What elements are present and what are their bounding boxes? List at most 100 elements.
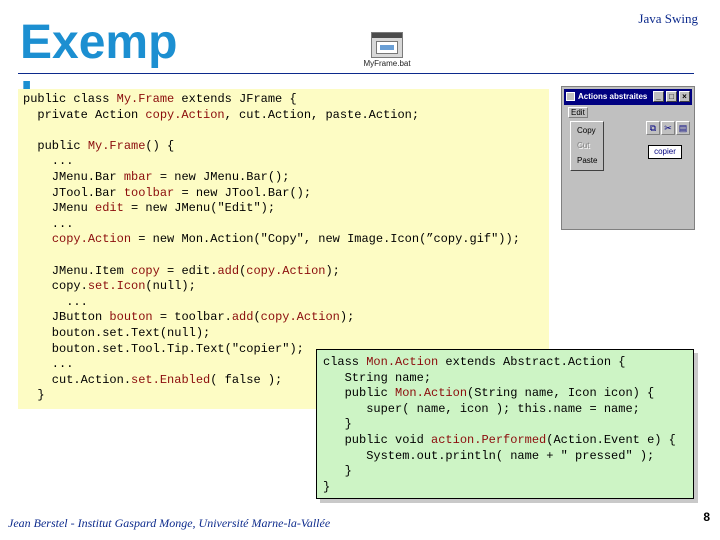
code-token: extends JFrame { (174, 92, 297, 106)
window-app-icon (566, 92, 575, 101)
code-token (23, 232, 52, 246)
code-line: ... (23, 216, 74, 231)
code-identifier: edit (95, 201, 124, 216)
code-token: } (323, 417, 352, 432)
code-identifier: bouton (109, 310, 153, 325)
window-title: Actions abstraites (578, 92, 648, 101)
code-token: public class (23, 92, 117, 106)
code-line: } (323, 417, 352, 431)
code-token: copy. (23, 279, 88, 294)
slide-subtitle: Java Swing (638, 11, 698, 26)
paste-tool-icon: ▤ (676, 121, 690, 135)
code-line: copy.set.Icon(null); (23, 279, 196, 293)
close-icon: × (679, 91, 690, 102)
code-identifier: Mon.Action (366, 355, 439, 369)
code-line: JMenu.Item copy = edit.add(copy.Action); (23, 264, 340, 278)
menu-item-paste: Paste (577, 156, 598, 165)
code-token: = toolbar. (152, 310, 232, 325)
code-token: class (323, 355, 367, 369)
code-token: JMenu.Item (23, 263, 132, 278)
code-line: bouton.set.Text(null); (23, 326, 210, 340)
window-titlebar: Actions abstraites _ □ × (564, 89, 692, 105)
code-token: , cut.Action, paste.Action; (224, 107, 420, 122)
code-identifier: action.Performed (431, 432, 547, 447)
monaction-code-text: class Mon.Action extends Abstract.Action… (323, 355, 676, 495)
slide-title: Exemple (20, 16, 178, 92)
code-identifier: add (231, 310, 254, 325)
menu-edit: Edit (568, 107, 588, 118)
code-token: bouton.set.Text(null); (23, 325, 211, 340)
code-token: } (323, 464, 352, 479)
code-identifier: set.Icon (87, 279, 146, 294)
code-token: ... (23, 294, 88, 309)
code-token: ); (325, 263, 340, 278)
code-token: System.out.println( name + " pressed" ); (323, 448, 655, 463)
menu-item-copy: Copy (577, 126, 596, 135)
file-icon-caption: MyFrame.bat (363, 59, 411, 68)
code-token: = edit. (159, 263, 218, 278)
code-token: bouton.set.Tool.Tip.Text("copier"); (23, 341, 304, 356)
code-line: super( name, icon ); this.name = name; (323, 402, 640, 416)
code-line: JMenu.Bar mbar = new JMenu.Bar(); (23, 169, 290, 184)
code-token: } (23, 388, 45, 403)
code-token: extends Abstract.Action { (438, 355, 626, 369)
code-token: super( name, icon ); this.name = name; (323, 401, 640, 416)
code-token: ( (239, 263, 247, 278)
code-token: = new Mon.Action("Copy", new Image.Icon(… (131, 232, 528, 247)
code-token: ... (23, 216, 74, 231)
code-token: = new JTool.Bar(); (174, 185, 312, 200)
code-token: (String name, Icon icon) { (467, 386, 655, 401)
code-identifier: mbar (123, 169, 153, 184)
code-identifier: copy.Action (246, 263, 326, 278)
code-identifier: set.Enabled (131, 372, 211, 387)
code-token: JTool.Bar (23, 185, 124, 200)
code-identifier: My.Frame (87, 138, 146, 153)
code-line: } (323, 480, 330, 494)
code-line: } (23, 388, 45, 403)
code-line: JMenu edit = new JMenu("Edit"); (23, 201, 275, 215)
code-identifier: My.Frame (116, 92, 175, 106)
code-token: = new JMenu.Bar(); (152, 169, 290, 184)
code-identifier: copy.Action (145, 107, 225, 122)
code-identifier: add (217, 263, 240, 278)
code-token: cut.Action. (23, 372, 132, 387)
code-line: ... (23, 357, 74, 372)
code-line: String name; (323, 371, 431, 385)
title-rule (18, 73, 694, 74)
menu-item-cut: Cut (577, 141, 590, 150)
tooltip-copier: copier (648, 145, 682, 159)
code-line: } (323, 464, 352, 478)
footer-author: Jean Berstel - Institut Gaspard Monge, U… (8, 516, 331, 530)
cut-tool-icon: ✂ (661, 121, 675, 135)
code-token: } (323, 479, 331, 494)
code-token: (null); (145, 279, 196, 294)
code-token: public (323, 386, 396, 401)
code-identifier: toolbar (123, 185, 175, 200)
window-menubar: Edit (564, 106, 692, 120)
edit-menu-dropdown: Copy Cut Paste (570, 121, 604, 171)
code-line: public void action.Performed(Action.Even… (323, 433, 676, 447)
code-token: () { (145, 138, 175, 153)
code-line: public My.Frame() { (23, 139, 174, 153)
code-token: ... (23, 357, 74, 372)
code-line: public Mon.Action(String name, Icon icon… (323, 386, 655, 401)
code-token: JButton (23, 310, 110, 325)
maximize-icon: □ (666, 91, 677, 102)
minimize-icon: _ (653, 91, 664, 102)
monaction-code-box: class Mon.Action extends Abstract.Action… (316, 349, 694, 499)
page-number: 8 (703, 510, 710, 524)
code-token: public (23, 138, 88, 153)
code-line: cut.Action.set.Enabled( false ); (23, 373, 282, 387)
swing-window-screenshot: Actions abstraites _ □ × Edit Copy Cut P… (561, 86, 695, 230)
code-token: ( (253, 310, 261, 325)
bat-file-icon[interactable]: MyFrame.bat (358, 30, 416, 70)
code-identifier: copy.Action (51, 232, 132, 247)
code-line: ... (23, 295, 88, 309)
code-identifier: copy (131, 263, 160, 278)
code-token: ... (23, 154, 74, 169)
code-line: System.out.println( name + " pressed" ); (323, 449, 654, 463)
code-token: private Action (23, 107, 146, 122)
code-line: ... (23, 154, 74, 169)
code-token: (Action.Event e) { (546, 432, 676, 447)
code-line: bouton.set.Tool.Tip.Text("copier"); (23, 342, 304, 356)
